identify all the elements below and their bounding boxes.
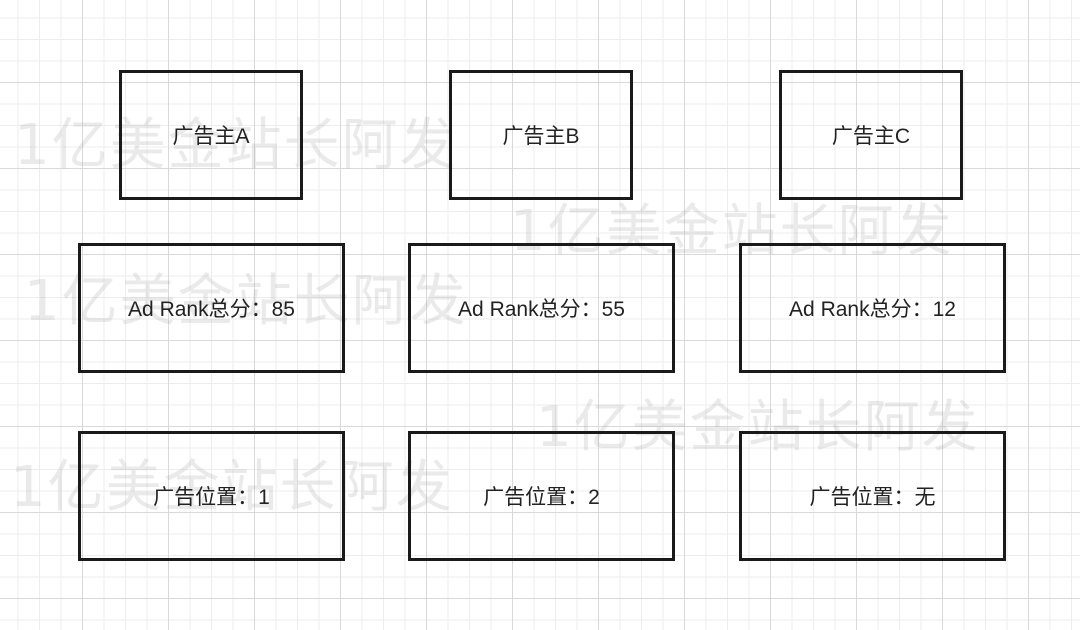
advertiser-b-box: 广告主B [449, 70, 633, 200]
advertiser-c-box: 广告主C [779, 70, 963, 200]
ad-position-b-box: 广告位置：2 [408, 431, 675, 561]
advertiser-a-box: 广告主A [119, 70, 303, 200]
ad-position-c-box: 广告位置：无 [739, 431, 1006, 561]
ad-rank-a-box: Ad Rank总分：85 [78, 243, 345, 373]
ad-rank-c-box: Ad Rank总分：12 [739, 243, 1006, 373]
ad-rank-b-box: Ad Rank总分：55 [408, 243, 675, 373]
ad-position-a-box: 广告位置：1 [78, 431, 345, 561]
